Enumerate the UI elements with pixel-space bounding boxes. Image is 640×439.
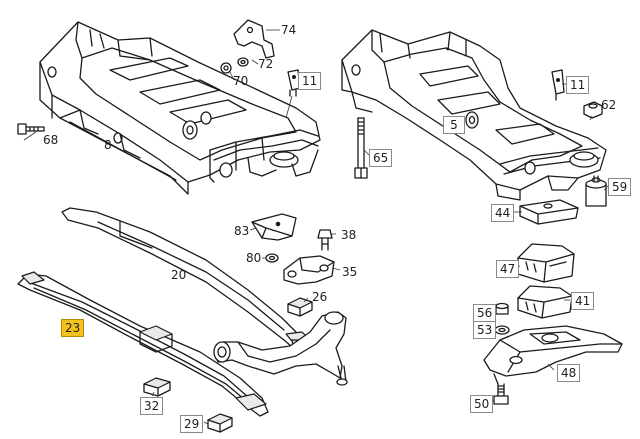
part-label-38[interactable]: 38 (341, 228, 357, 242)
part-label-47[interactable]: 47 (496, 260, 520, 278)
shackle-35-drawing (283, 255, 335, 285)
nut-62-drawing (583, 101, 603, 119)
rubber-mount-59-drawing (585, 175, 607, 207)
part-label-5[interactable]: 5 (443, 116, 465, 134)
bracket-11-left-drawing (285, 69, 301, 119)
bolt-50-drawing (493, 383, 509, 405)
subframe-left-drawing (39, 21, 321, 195)
crossmember-plate-48-drawing (483, 325, 623, 385)
part-label-74[interactable]: 74 (281, 23, 297, 37)
mount-41-drawing (517, 285, 573, 319)
part-label-23-highlighted[interactable]: 23 (61, 319, 85, 337)
spacer-26-drawing (287, 297, 313, 317)
washer-56-nut-53-drawing (494, 302, 510, 335)
part-label-44[interactable]: 44 (491, 204, 515, 222)
bracket-83-drawing (251, 213, 297, 241)
part-label-70[interactable]: 70 (233, 74, 249, 88)
pad-32-drawing (143, 377, 171, 397)
part-label-20[interactable]: 20 (171, 268, 187, 282)
part-label-32[interactable]: 32 (140, 397, 164, 415)
part-label-26[interactable]: 26 (312, 290, 328, 304)
part-label-62[interactable]: 62 (601, 98, 617, 112)
subframe-right-drawing (341, 29, 607, 201)
control-arm-drawing (213, 311, 348, 386)
pad-44-drawing (519, 199, 579, 225)
part-label-59[interactable]: 59 (608, 178, 632, 196)
washer-72-nut-70-drawing (220, 57, 249, 74)
pad-29-drawing (207, 413, 233, 433)
part-label-29[interactable]: 29 (180, 415, 204, 433)
part-label-83[interactable]: 83 (234, 224, 250, 238)
bolt-68-drawing (17, 123, 45, 135)
part-label-48[interactable]: 48 (557, 364, 581, 382)
part-label-65[interactable]: 65 (369, 149, 393, 167)
long-bolt-65-drawing (354, 117, 368, 179)
bracket-74-drawing (233, 19, 280, 59)
mount-47-drawing (517, 243, 575, 283)
washer-80-drawing (265, 253, 279, 263)
part-label-56[interactable]: 56 (473, 304, 497, 322)
part-label-41[interactable]: 41 (571, 292, 595, 310)
bolt-38-drawing (317, 229, 333, 251)
part-label-35[interactable]: 35 (342, 265, 358, 279)
part-label-11-right[interactable]: 11 (566, 76, 590, 94)
part-label-68[interactable]: 68 (43, 133, 59, 147)
bracket-11-right-drawing (551, 69, 565, 101)
leaf-spring-23-drawing (17, 271, 269, 417)
part-label-72[interactable]: 72 (258, 57, 274, 71)
part-label-80[interactable]: 80 (246, 251, 262, 265)
part-label-11-left[interactable]: 11 (298, 72, 322, 90)
part-label-50[interactable]: 50 (470, 395, 494, 413)
part-label-8[interactable]: 8 (104, 138, 112, 152)
part-label-53[interactable]: 53 (473, 321, 497, 339)
